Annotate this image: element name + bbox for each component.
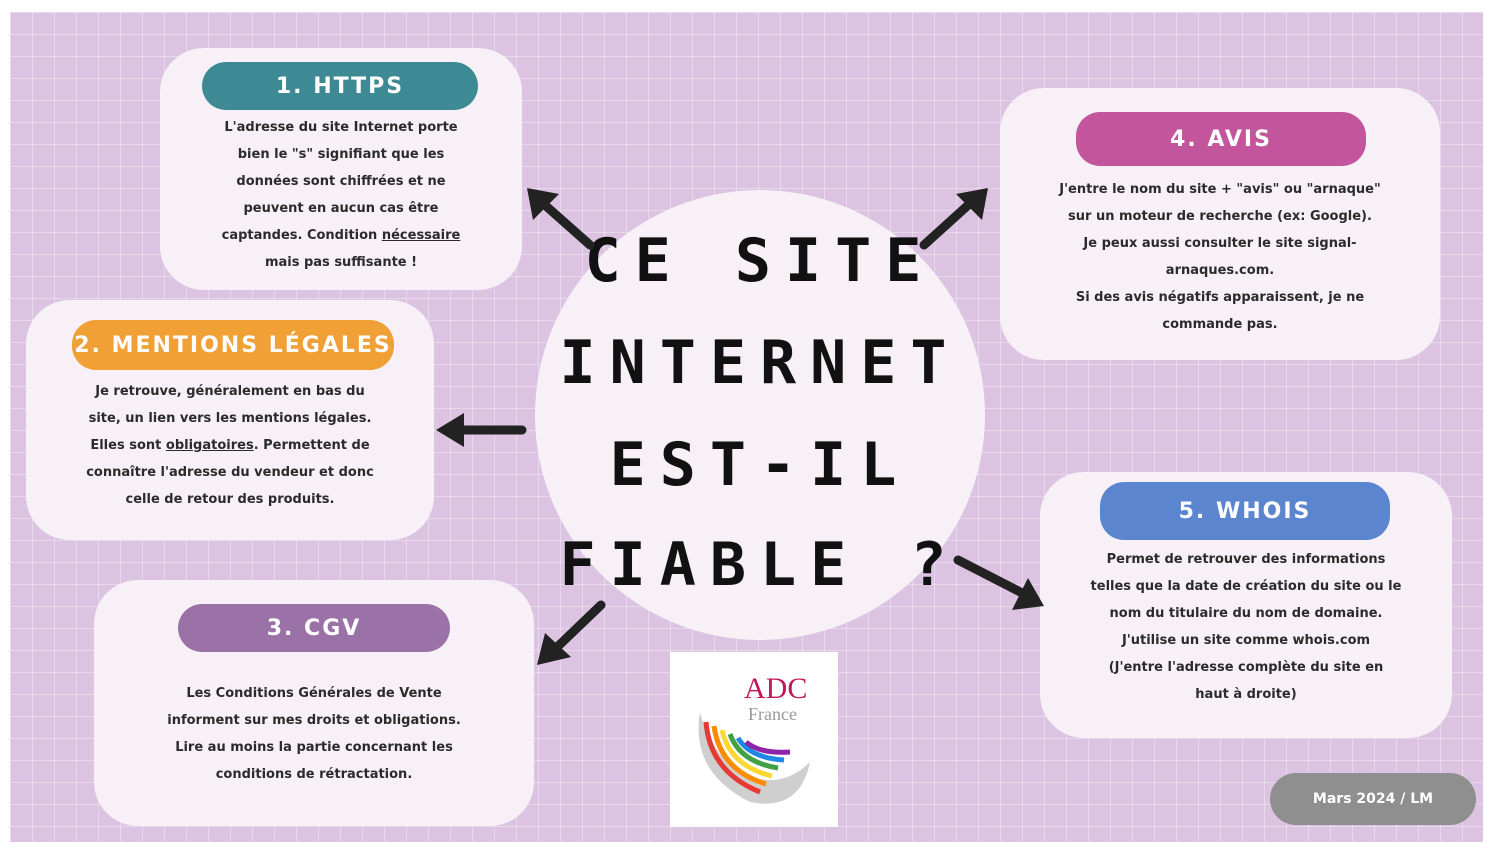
title-line-3: EST-IL [609, 430, 911, 500]
heading-whois: 5. WHOIS [1100, 482, 1390, 540]
heading-cgv: 3. CGV [178, 604, 450, 652]
arrow-to-avis [919, 188, 988, 250]
arrow-to-cgv [537, 600, 606, 665]
logo-swirl-graphic [698, 712, 810, 804]
title-line-1: CE SITE [584, 226, 936, 296]
credit-badge: Mars 2024 / LM [1270, 773, 1476, 825]
heading-mentions-legales: 2. MENTIONS LÉGALES [72, 320, 394, 370]
card-avis: 4. AVIS J'entre le nom du site + "avis" … [1000, 88, 1440, 360]
card-whois: 5. WHOIS Permet de retrouver des informa… [1040, 472, 1452, 738]
card-mentions-legales: 2. MENTIONS LÉGALES Je retrouve, général… [26, 300, 434, 540]
card-https: 1. HTTPS L'adresse du site Internet port… [160, 48, 522, 290]
arrow-to-https [527, 188, 595, 250]
text-https: L'adresse du site Internet porte bien le… [168, 114, 514, 276]
title-line-2: INTERNET [559, 328, 961, 398]
text-whois: Permet de retrouver des informations tel… [1090, 552, 1402, 702]
title-line-4: FIABLE ? [559, 530, 961, 600]
arrow-to-mentions-legales [436, 413, 527, 447]
text-https-part1: L'adresse du site Internet porte bien le… [221, 120, 458, 243]
heading-https: 1. HTTPS [202, 62, 478, 110]
text-mentions-underline: obligatoires [165, 438, 254, 453]
text-mentions-legales: Je retrouve, généralement en bas du site… [36, 378, 424, 513]
text-mentions-part1: Je retrouve, généralement en bas du site… [88, 384, 372, 453]
heading-avis: 4. AVIS [1076, 112, 1366, 166]
text-mentions-part2: . Permettent de connaître l'adresse du v… [86, 438, 374, 507]
text-avis: J'entre le nom du site + "avis" ou "arna… [1059, 182, 1381, 332]
arrow-to-whois [953, 555, 1044, 610]
text-cgv: Les Conditions Générales de Vente inform… [167, 686, 461, 782]
logo-subtitle: France [748, 704, 797, 724]
text-https-part2: mais pas suffisante ! [264, 255, 418, 270]
text-https-underline: nécessaire [381, 228, 461, 243]
logo-name: ADC [744, 672, 808, 705]
card-cgv: 3. CGV Les Conditions Générales de Vente… [94, 580, 534, 826]
center-question-circle: CE SITE INTERNET EST-IL FIABLE ? [535, 190, 985, 640]
adc-france-logo: ADC France [670, 652, 838, 827]
